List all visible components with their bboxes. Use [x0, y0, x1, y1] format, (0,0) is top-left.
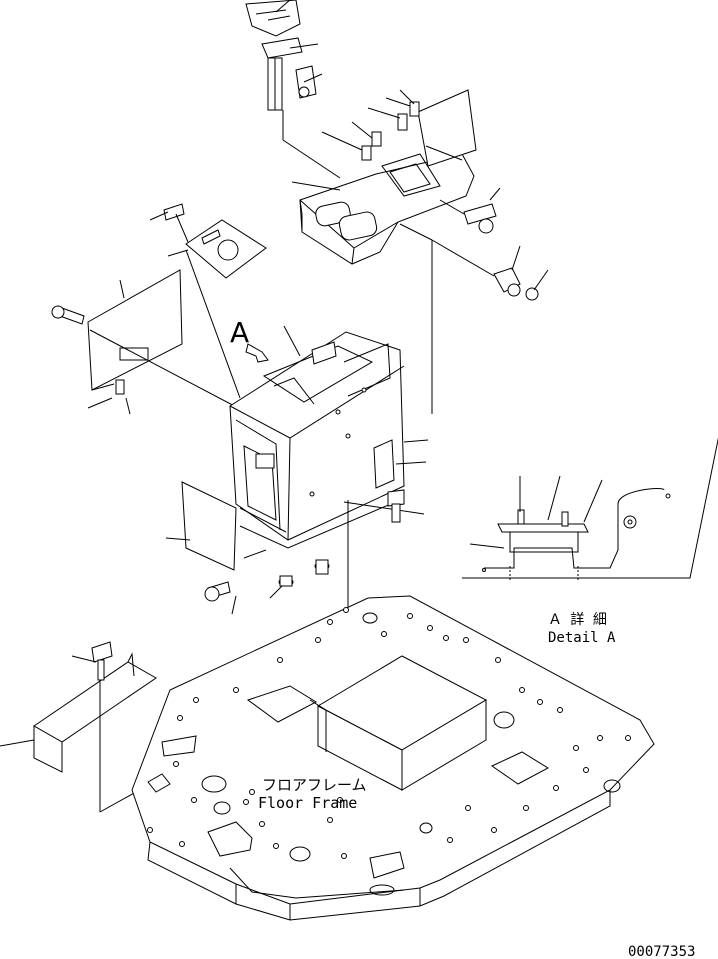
floor-frame: フロアフレーム Floor Frame: [132, 596, 654, 920]
mount-plate-and-panel: [52, 204, 266, 414]
floor-frame-label-jp: フロアフレーム: [262, 776, 367, 794]
lever-bracket-group: [246, 0, 340, 178]
view-label-a: A: [230, 316, 249, 349]
drawing-number: 00077353: [628, 944, 695, 959]
detail-a-inset: Ａ 詳 細 Detail A: [462, 430, 718, 646]
detail-title-jp: Ａ 詳 細: [548, 612, 607, 628]
console-top-cover: [292, 90, 548, 414]
console-lower-parts: [166, 482, 404, 660]
detail-title-en: Detail A: [548, 630, 616, 646]
console-box: A: [230, 316, 428, 548]
floor-frame-label-en: Floor Frame: [258, 794, 357, 812]
front-bracket: [0, 642, 156, 812]
